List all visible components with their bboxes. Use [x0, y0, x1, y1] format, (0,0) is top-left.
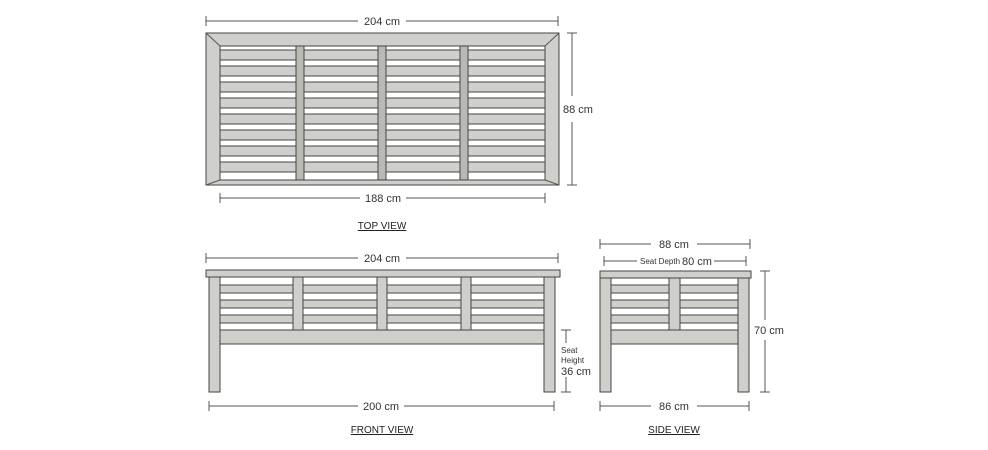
side-seat-top — [599, 270, 752, 279]
top-inner-width-label: 188 cm — [365, 193, 401, 205]
side-leg-span-dimension: 86 cm — [599, 401, 750, 413]
front-support-3 — [460, 276, 472, 331]
top-view: 204 cm 88 cm 188 cm — [205, 16, 593, 232]
side-support — [668, 277, 681, 331]
top-support-1 — [295, 45, 305, 181]
front-view: 204 cm Seat Height 36 cm — [205, 253, 591, 436]
side-view: 88 cm Seat Depth 80 cm 70 cm — [599, 239, 784, 436]
front-leg-span-label: 200 cm — [363, 401, 399, 413]
top-depth-dimension: 88 cm — [563, 32, 593, 186]
front-bottom-rail — [219, 329, 545, 345]
front-support-1 — [292, 276, 304, 331]
front-overall-width-label: 204 cm — [364, 253, 400, 265]
top-support-2 — [377, 45, 387, 181]
front-leg-left — [208, 276, 221, 393]
front-view-title: FRONT VIEW — [351, 425, 414, 436]
side-height-label: 70 cm — [754, 325, 784, 337]
front-leg-right — [543, 276, 556, 393]
front-seat-top — [205, 269, 561, 278]
front-seat-height-label-2: Height — [561, 356, 585, 365]
top-overall-width-label: 204 cm — [364, 16, 400, 28]
side-leg-span-label: 86 cm — [659, 401, 689, 413]
side-overall-depth-dimension: 88 cm — [599, 239, 751, 251]
side-leg-front — [599, 277, 612, 393]
side-overall-depth-label: 88 cm — [659, 239, 689, 251]
side-leg-back — [737, 277, 750, 393]
top-view-title: TOP VIEW — [358, 221, 407, 232]
top-overall-width-dimension: 204 cm — [205, 16, 559, 28]
top-depth-label: 88 cm — [563, 104, 593, 116]
front-overall-width-dimension: 204 cm — [205, 253, 559, 265]
front-seat-height-label-1: Seat — [561, 346, 578, 355]
side-view-title: SIDE VIEW — [648, 425, 700, 436]
front-leg-span-dimension: 200 cm — [208, 401, 555, 413]
side-height-dimension: 70 cm — [754, 270, 784, 393]
front-seat-height-value: 36 cm — [561, 366, 591, 378]
front-seat-height-dimension: Seat Height 36 cm — [561, 329, 591, 393]
top-inner-width-dimension: 188 cm — [219, 193, 546, 205]
side-seat-depth-value: 80 cm — [682, 256, 712, 268]
side-seat-depth-label: Seat Depth — [640, 257, 680, 266]
front-support-2 — [376, 276, 388, 331]
side-bottom-rail — [610, 329, 739, 345]
side-seat-depth-dimension: Seat Depth 80 cm — [603, 256, 747, 268]
top-support-3 — [459, 45, 469, 181]
